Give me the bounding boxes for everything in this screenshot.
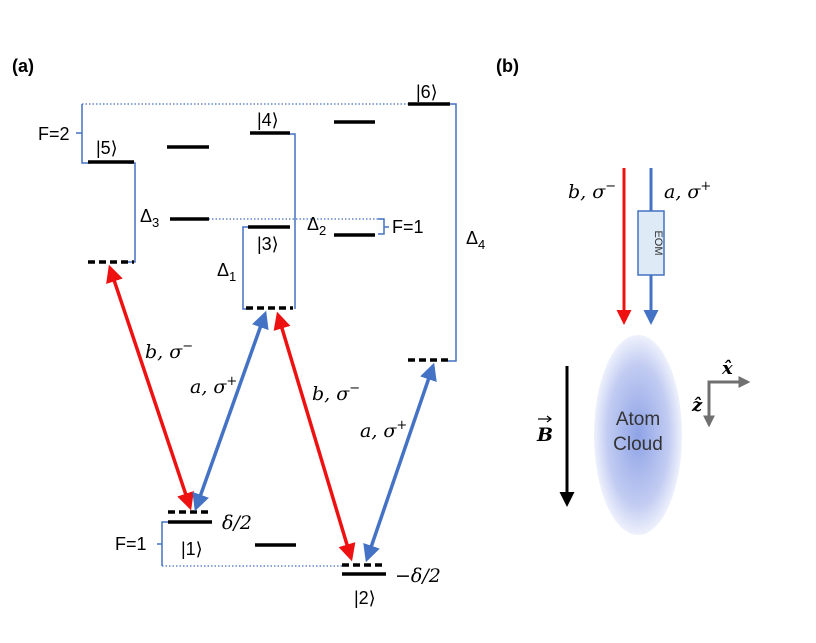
- axis-x-arrow: [707, 376, 751, 400]
- transition-a-sigma-plus-right: [363, 362, 437, 563]
- label-delta-2: Δ2: [307, 214, 326, 238]
- bracket-delta3: [128, 162, 136, 263]
- label-level-4: |4⟩: [257, 110, 279, 130]
- bracket-f1-upper: [378, 218, 385, 235]
- label-a-sigma-plus-left: a, σ+: [190, 374, 237, 398]
- atom-cloud-label-line2: Cloud: [613, 434, 663, 455]
- transition-b-sigma-minus-left: [106, 264, 194, 511]
- label-magnetic-field: B: [536, 424, 553, 446]
- field-vector-bar-tip: [546, 415, 552, 423]
- setup-diagram: Atom Cloud EOM b, σ− a, σ+ B x̂ ẑ: [536, 168, 751, 535]
- label-f1-lower: F=1: [115, 534, 147, 554]
- label-f2: F=2: [38, 124, 70, 144]
- bracket-delta2: [288, 133, 296, 309]
- bracket-f2: [81, 104, 90, 164]
- label-level-2: |2⟩: [354, 588, 376, 608]
- transition-a-sigma-plus-left: [192, 310, 269, 512]
- label-level-3: |3⟩: [257, 234, 279, 254]
- label-axis-x: x̂: [721, 358, 733, 379]
- label-beam-a: a, σ+: [664, 179, 711, 203]
- label-a-sigma-plus-right: a, σ+: [360, 418, 407, 442]
- label-b-sigma-minus-left: b, σ−: [145, 339, 193, 363]
- eom-box: [637, 210, 665, 276]
- label-f1-upper: F=1: [392, 217, 424, 237]
- label-level-5: |5⟩: [96, 138, 118, 158]
- bracket-delta1: [242, 226, 250, 310]
- label-b-sigma-minus-right: b, σ−: [312, 381, 360, 405]
- transition-b-sigma-minus-right: [273, 311, 356, 562]
- eom-label: EOM: [652, 230, 664, 255]
- bracket-f1-lower: [161, 521, 168, 566]
- label-level-6: |6⟩: [416, 82, 438, 102]
- bracket-delta4: [448, 103, 457, 362]
- label-beam-b: b, σ−: [568, 179, 616, 203]
- label-delta-plus: δ/2: [222, 512, 252, 534]
- atom-cloud: [594, 335, 682, 535]
- panel-b-label: (b): [496, 56, 519, 76]
- label-axis-z: ẑ: [691, 395, 703, 416]
- label-delta-minus: −δ/2: [395, 565, 441, 587]
- label-delta-4: Δ4: [466, 228, 485, 252]
- panel-a-label: (a): [12, 56, 34, 76]
- label-delta-1: Δ1: [217, 260, 236, 284]
- level-diagram: |5⟩ |4⟩ |6⟩ |3⟩ |1⟩ |2⟩ F=2 F=1 F=1 Δ3 Δ…: [38, 82, 485, 608]
- label-delta-3: Δ3: [140, 206, 159, 230]
- label-level-1: |1⟩: [181, 539, 203, 559]
- atom-cloud-label-line1: Atom: [616, 409, 660, 430]
